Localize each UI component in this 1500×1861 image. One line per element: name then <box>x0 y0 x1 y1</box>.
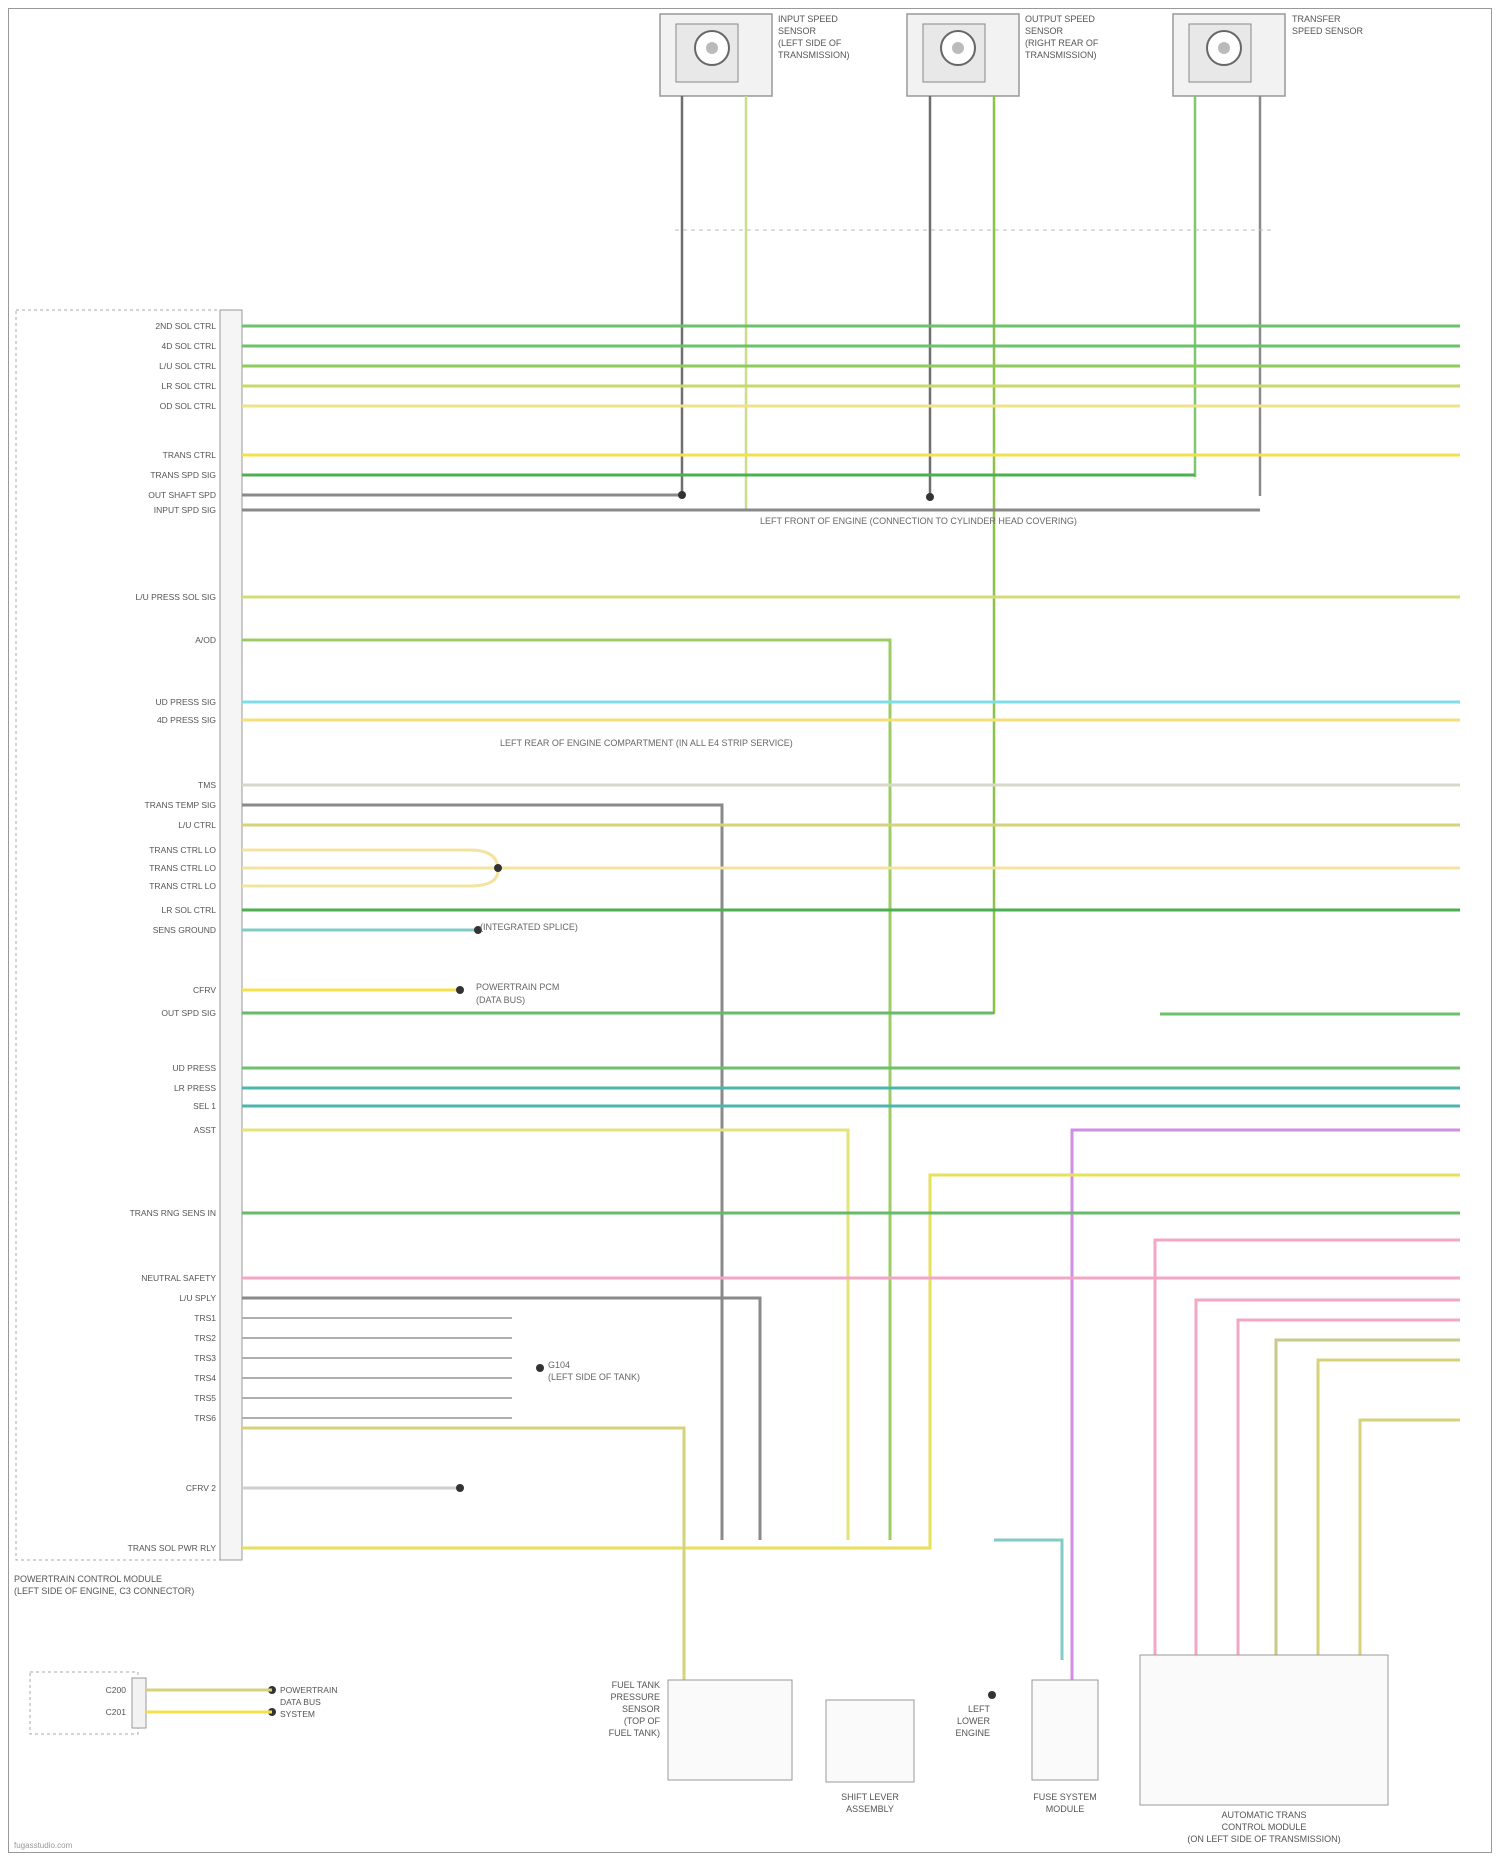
pcm-pin-labels: 2ND SOL CTRL 4D SOL CTRL L/U SOL CTRL LR… <box>128 321 217 1553</box>
svg-text:(LEFT SIDE OF TANK): (LEFT SIDE OF TANK) <box>548 1372 640 1382</box>
svg-text:CFRV: CFRV <box>193 985 216 995</box>
component-label: SENSOR <box>622 1704 661 1714</box>
svg-text:2ND SOL CTRL: 2ND SOL CTRL <box>155 321 216 331</box>
sensor-label: SPEED SENSOR <box>1292 26 1364 36</box>
footer-watermark: fugasstudio.com <box>14 1841 73 1850</box>
svg-text:4D SOL CTRL: 4D SOL CTRL <box>162 341 217 351</box>
top-sensor-output-speed: OUTPUT SPEED SENSOR (RIGHT REAR OF TRANS… <box>907 14 1099 96</box>
sensor-label: TRANSMISSION) <box>1025 50 1097 60</box>
svg-text:OUT SPD SIG: OUT SPD SIG <box>161 1008 216 1018</box>
sensor-label: TRANSFER <box>1292 14 1341 24</box>
small-connector: C200 C201 POWERTRAIN DATA BUS SYSTEM <box>30 1672 337 1734</box>
svg-text:TRANS SPD SIG: TRANS SPD SIG <box>150 470 216 480</box>
svg-text:POWERTRAIN PCM: POWERTRAIN PCM <box>476 982 559 992</box>
svg-text:L/U PRESS SOL SIG: L/U PRESS SOL SIG <box>136 592 216 602</box>
connector-label: POWERTRAIN <box>280 1685 337 1695</box>
connector-label: DATA BUS <box>280 1697 321 1707</box>
top-sensor-transfer-speed: TRANSFER SPEED SENSOR <box>1173 14 1364 96</box>
pcm-label: (LEFT SIDE OF ENGINE, C3 CONNECTOR) <box>14 1586 194 1596</box>
component-label: FUEL TANK) <box>609 1728 660 1738</box>
svg-text:L/U SOL CTRL: L/U SOL CTRL <box>159 361 216 371</box>
sensor-label: SENSOR <box>778 26 817 36</box>
svg-text:TRANS CTRL: TRANS CTRL <box>163 450 217 460</box>
svg-text:G104: G104 <box>548 1360 570 1370</box>
svg-text:(INTEGRATED SPLICE): (INTEGRATED SPLICE) <box>480 922 578 932</box>
sensor-label: (LEFT SIDE OF <box>778 38 842 48</box>
svg-text:LR SOL CTRL: LR SOL CTRL <box>162 905 217 915</box>
svg-text:TRANS CTRL LO: TRANS CTRL LO <box>149 881 216 891</box>
svg-text:LEFT REAR OF ENGINE COMPARTMEN: LEFT REAR OF ENGINE COMPARTMENT (IN ALL … <box>500 738 793 748</box>
svg-text:UD PRESS SIG: UD PRESS SIG <box>156 697 216 707</box>
svg-text:(DATA BUS): (DATA BUS) <box>476 995 525 1005</box>
svg-text:INPUT SPD SIG: INPUT SPD SIG <box>154 505 216 515</box>
svg-text:TRS3: TRS3 <box>194 1353 216 1363</box>
svg-text:CFRV 2: CFRV 2 <box>186 1483 216 1493</box>
component-label: ENGINE <box>955 1728 990 1738</box>
component-label: LOWER <box>957 1716 991 1726</box>
svg-text:TRANS CTRL LO: TRANS CTRL LO <box>149 845 216 855</box>
svg-text:4D PRESS SIG: 4D PRESS SIG <box>157 715 216 725</box>
sensor-label: (RIGHT REAR OF <box>1025 38 1099 48</box>
component-label: MODULE <box>1046 1804 1085 1814</box>
svg-text:L/U SPLY: L/U SPLY <box>179 1293 216 1303</box>
pcm-connector: POWERTRAIN CONTROL MODULE (LEFT SIDE OF … <box>14 310 242 1596</box>
svg-text:OD SOL CTRL: OD SOL CTRL <box>160 401 217 411</box>
svg-text:TRANS SOL PWR RLY: TRANS SOL PWR RLY <box>128 1543 217 1553</box>
splice-points <box>268 491 996 1716</box>
sensor-label: TRANSMISSION) <box>778 50 850 60</box>
wire-runs <box>242 326 1460 1700</box>
svg-text:TRANS CTRL LO: TRANS CTRL LO <box>149 863 216 873</box>
bottom-left-lower-engine: LEFT LOWER ENGINE <box>955 1704 990 1738</box>
sensor-label: SENSOR <box>1025 26 1064 36</box>
connector-label: C201 <box>106 1707 127 1717</box>
sensor-label: OUTPUT SPEED <box>1025 14 1095 24</box>
sensor-leads <box>675 96 1275 1014</box>
svg-text:L/U CTRL: L/U CTRL <box>178 820 216 830</box>
component-label: LEFT <box>968 1704 991 1714</box>
sensor-label: INPUT SPEED <box>778 14 838 24</box>
bottom-auto-trans-module: AUTOMATIC TRANS CONTROL MODULE (ON LEFT … <box>1140 1655 1388 1844</box>
connector-label: C200 <box>106 1685 127 1695</box>
svg-text:TMS: TMS <box>198 780 216 790</box>
svg-text:TRS4: TRS4 <box>194 1373 216 1383</box>
svg-text:A/OD: A/OD <box>195 635 216 645</box>
bottom-shift-lever: SHIFT LEVER ASSEMBLY <box>826 1700 914 1814</box>
svg-text:LR SOL CTRL: LR SOL CTRL <box>162 381 217 391</box>
svg-text:TRS1: TRS1 <box>194 1313 216 1323</box>
svg-text:ASST: ASST <box>194 1125 216 1135</box>
component-label: FUSE SYSTEM <box>1033 1792 1097 1802</box>
svg-text:UD PRESS: UD PRESS <box>173 1063 217 1073</box>
connector-label: SYSTEM <box>280 1709 315 1719</box>
component-label: SHIFT LEVER <box>841 1792 899 1802</box>
component-label: ASSEMBLY <box>846 1804 894 1814</box>
component-label: FUEL TANK <box>612 1680 660 1690</box>
bottom-fuel-tank-sensor: FUEL TANK PRESSURE SENSOR (TOP OF FUEL T… <box>609 1680 792 1780</box>
svg-text:LEFT FRONT OF ENGINE (CONNECTI: LEFT FRONT OF ENGINE (CONNECTION TO CYLI… <box>760 516 1077 526</box>
svg-text:TRANS RNG SENS IN: TRANS RNG SENS IN <box>130 1208 216 1218</box>
svg-text:TRS2: TRS2 <box>194 1333 216 1343</box>
bottom-fuse-system-module: FUSE SYSTEM MODULE <box>1032 1680 1098 1814</box>
svg-text:TRS6: TRS6 <box>194 1413 216 1423</box>
component-label: (ON LEFT SIDE OF TRANSMISSION) <box>1187 1834 1340 1844</box>
svg-text:OUT SHAFT SPD: OUT SHAFT SPD <box>148 490 216 500</box>
component-label: PRESSURE <box>610 1692 660 1702</box>
pcm-label: POWERTRAIN CONTROL MODULE <box>14 1574 162 1584</box>
svg-text:LR PRESS: LR PRESS <box>174 1083 216 1093</box>
svg-text:TRANS TEMP SIG: TRANS TEMP SIG <box>145 800 216 810</box>
top-sensor-input-speed: INPUT SPEED SENSOR (LEFT SIDE OF TRANSMI… <box>660 14 850 96</box>
svg-text:SENS GROUND: SENS GROUND <box>153 925 216 935</box>
component-label: AUTOMATIC TRANS <box>1221 1810 1306 1820</box>
svg-text:SEL 1: SEL 1 <box>193 1101 216 1111</box>
component-label: (TOP OF <box>624 1716 661 1726</box>
svg-text:TRS5: TRS5 <box>194 1393 216 1403</box>
svg-text:NEUTRAL SAFETY: NEUTRAL SAFETY <box>141 1273 216 1283</box>
callout-labels: LEFT FRONT OF ENGINE (CONNECTION TO CYLI… <box>476 516 1077 1382</box>
component-label: CONTROL MODULE <box>1222 1822 1307 1832</box>
